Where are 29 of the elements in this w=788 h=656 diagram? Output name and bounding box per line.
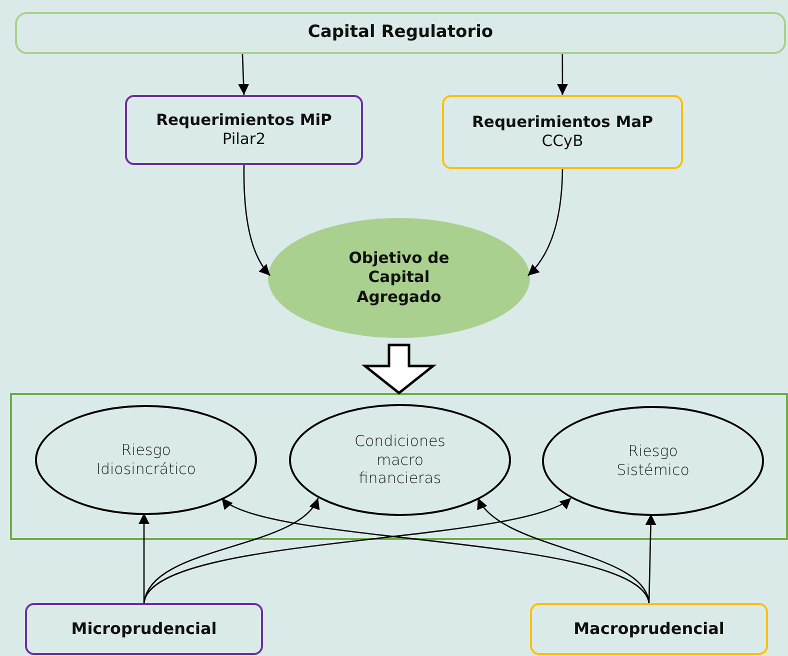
arrow bbox=[556, 54, 568, 95]
node-title: Requerimientos MiP bbox=[156, 110, 332, 130]
risk-ellipse bbox=[289, 404, 511, 516]
group-frame bbox=[10, 393, 788, 540]
node-title: Macroprudencial bbox=[574, 619, 724, 639]
process-box bbox=[125, 95, 363, 165]
arrow bbox=[527, 168, 564, 276]
node-subtitle: CCyB bbox=[542, 132, 584, 152]
process-box bbox=[442, 95, 683, 169]
source-box bbox=[530, 603, 768, 655]
node-title: Riesgo Sistémico bbox=[616, 442, 690, 480]
node-title: Requerimientos MaP bbox=[472, 112, 653, 132]
node-title: Condiciones macro financieras bbox=[354, 432, 446, 488]
header-bar bbox=[15, 12, 786, 54]
node-title: Objetivo de Capital Agregado bbox=[348, 248, 450, 308]
risk-ellipse bbox=[35, 405, 257, 515]
arrow bbox=[143, 497, 572, 604]
node-title: Capital Regulatorio bbox=[308, 22, 494, 44]
arrow bbox=[138, 513, 150, 603]
node-title: Microprudencial bbox=[71, 619, 217, 639]
arrow bbox=[238, 54, 250, 96]
node-subtitle: Pilar2 bbox=[222, 130, 266, 150]
block-arrow bbox=[361, 344, 437, 395]
node-title: Riesgo Idiosincrático bbox=[95, 441, 197, 479]
risk-ellipse bbox=[542, 406, 764, 516]
arrow bbox=[477, 498, 650, 604]
source-box bbox=[25, 603, 263, 655]
arrow bbox=[221, 498, 650, 604]
arrow bbox=[243, 165, 271, 276]
